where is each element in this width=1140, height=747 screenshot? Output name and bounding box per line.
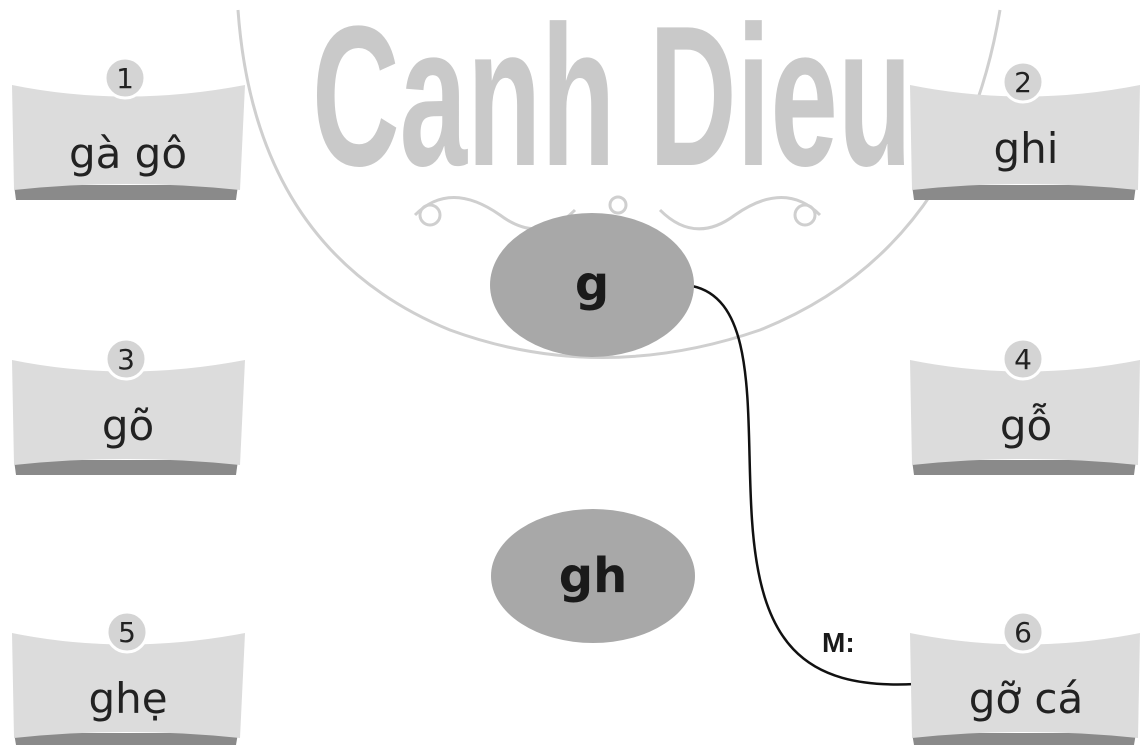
word-label: ghi bbox=[994, 124, 1059, 173]
card-shadow bbox=[14, 460, 238, 475]
number-badge-label: 1 bbox=[116, 62, 134, 95]
example-connector-line bbox=[691, 284, 916, 686]
hub-g-ellipse bbox=[490, 213, 694, 357]
card-body bbox=[12, 360, 245, 465]
word-card-3[interactable]: 3 gõ bbox=[12, 337, 245, 475]
number-badge bbox=[1001, 337, 1045, 381]
card-shadow bbox=[912, 733, 1136, 745]
number-badge-label: 4 bbox=[1014, 343, 1032, 376]
number-badge-label: 6 bbox=[1014, 616, 1032, 649]
watermark-arc bbox=[236, 9, 1002, 359]
card-body bbox=[12, 85, 245, 190]
word-card-4[interactable]: 4 gỗ bbox=[910, 337, 1140, 475]
card-body bbox=[910, 360, 1140, 465]
word-card-5[interactable]: 5 ghẹ bbox=[12, 610, 245, 745]
word-label: gỡ cá bbox=[969, 674, 1084, 723]
card-body bbox=[910, 85, 1140, 190]
hub-gh[interactable]: gh bbox=[491, 509, 695, 643]
word-label: gõ bbox=[102, 401, 154, 450]
watermark: Canh Dieu bbox=[236, 0, 1002, 359]
number-badge bbox=[1001, 610, 1045, 654]
word-card-6[interactable]: 6 gỡ cá bbox=[910, 610, 1140, 745]
hub-gh-label: gh bbox=[559, 548, 628, 604]
word-label: gà gô bbox=[69, 129, 187, 178]
card-shadow bbox=[14, 733, 238, 745]
number-badge-label: 2 bbox=[1014, 66, 1032, 99]
word-label: ghẹ bbox=[88, 674, 167, 723]
hub-gh-ellipse bbox=[491, 509, 695, 643]
watermark-text: Canh Dieu bbox=[312, 0, 912, 208]
hub-g-label: g bbox=[575, 256, 609, 312]
word-card-2[interactable]: 2 ghi bbox=[910, 60, 1140, 200]
word-label: gỗ bbox=[1000, 401, 1052, 450]
card-body bbox=[910, 633, 1140, 738]
number-badge bbox=[1001, 60, 1045, 104]
card-shadow bbox=[912, 460, 1136, 475]
number-badge-label: 5 bbox=[118, 616, 136, 649]
card-shadow bbox=[912, 185, 1136, 200]
number-badge bbox=[104, 337, 148, 381]
number-badge bbox=[103, 56, 147, 100]
number-badge-label: 3 bbox=[117, 343, 135, 376]
hub-g[interactable]: g bbox=[490, 213, 694, 357]
card-shadow bbox=[14, 185, 238, 200]
card-body bbox=[12, 633, 245, 738]
word-card-1[interactable]: 1 gà gô bbox=[12, 56, 245, 200]
number-badge bbox=[105, 610, 149, 654]
example-marker: M: bbox=[822, 627, 855, 658]
